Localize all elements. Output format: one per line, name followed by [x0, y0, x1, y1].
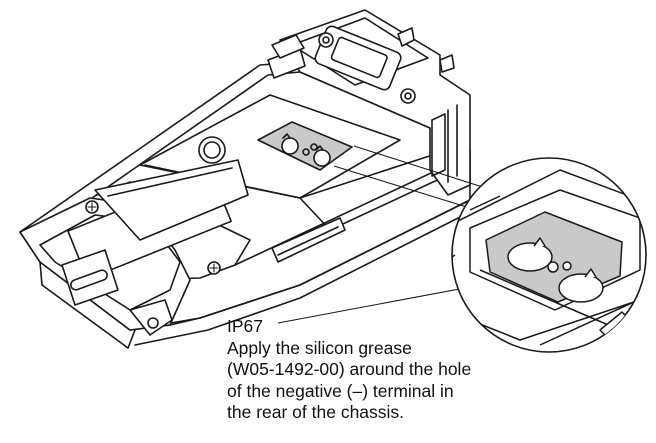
negative-terminal-area	[257, 121, 353, 171]
callout-line-4: the rear of the chassis.	[227, 402, 405, 422]
rear-connector-housing	[267, 9, 471, 196]
callout-line-3: of the negative (–) terminal in	[227, 380, 454, 401]
callout-text: IP67 Apply the silicon grease (W05-1492-…	[227, 316, 647, 424]
callout-line-1: Apply the silicon grease	[227, 337, 412, 358]
callout-line-2: (W05-1492-00) around the hole	[227, 359, 472, 379]
front-connector-block	[19, 159, 249, 336]
callout-label: IP67	[227, 316, 263, 336]
magnified-detail	[451, 157, 647, 353]
round-port	[198, 136, 226, 164]
